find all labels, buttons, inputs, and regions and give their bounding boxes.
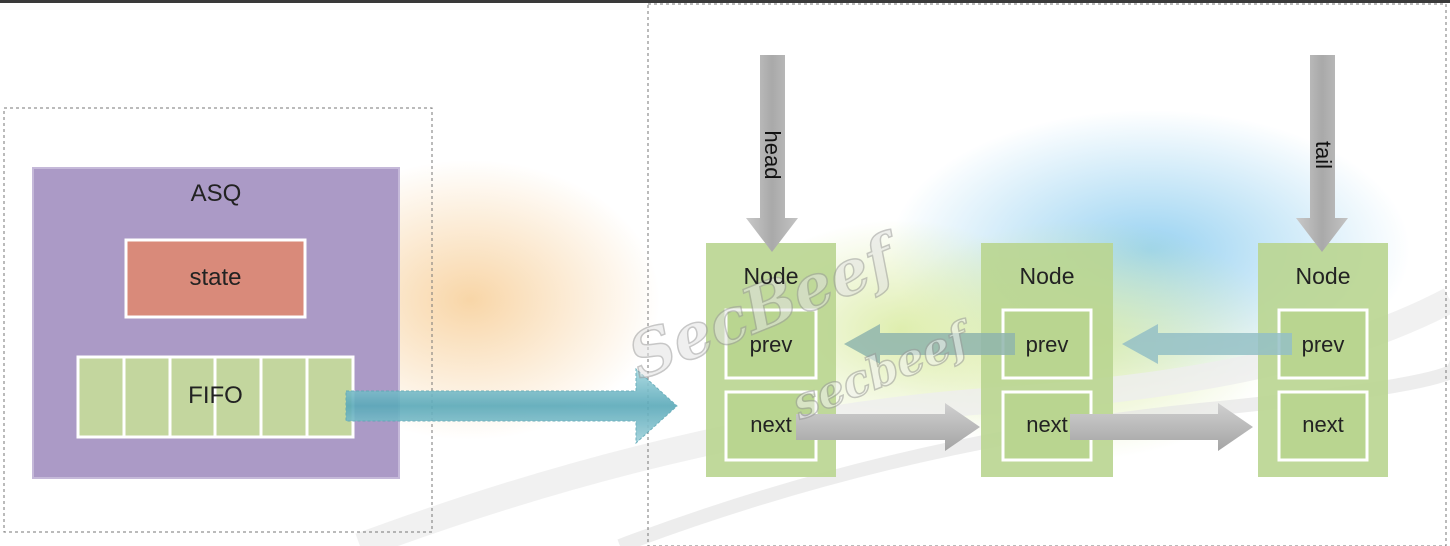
node-3-title: Node: [1295, 263, 1351, 289]
fifo-to-queue-arrow: [345, 367, 678, 445]
node-box-3: [1258, 243, 1388, 477]
fifo-box: [76, 355, 355, 439]
prev-arrow-3-to-2: [1122, 324, 1292, 364]
node-3-prev-label: prev: [1301, 332, 1345, 357]
head-arrow: [746, 55, 798, 252]
tail-label: tail: [1311, 140, 1336, 170]
node-1-prev-label: prev: [749, 332, 793, 357]
queue-panel-border: [647, 3, 1447, 546]
node-2-prev-label: prev: [1025, 332, 1069, 357]
fifo-label: FIFO: [188, 382, 243, 409]
prev-arrow-2-to-1: [844, 324, 1015, 364]
state-box: [124, 238, 307, 319]
next-arrow-2-to-3: [1070, 403, 1253, 451]
node-2-title: Node: [1019, 263, 1075, 289]
tail-arrow: [1296, 55, 1348, 252]
node-2-next-label: next: [1026, 412, 1068, 437]
top-border: [0, 0, 1450, 3]
node-3-next-label: next: [1302, 412, 1344, 437]
next-arrow-1-to-2: [796, 403, 980, 451]
node-1-title: Node: [743, 263, 799, 289]
head-label: head: [760, 130, 785, 180]
node-1-next-label: next: [750, 412, 792, 437]
node-box-1: [706, 243, 836, 477]
state-label: state: [189, 264, 242, 291]
asq-title: ASQ: [190, 180, 242, 207]
